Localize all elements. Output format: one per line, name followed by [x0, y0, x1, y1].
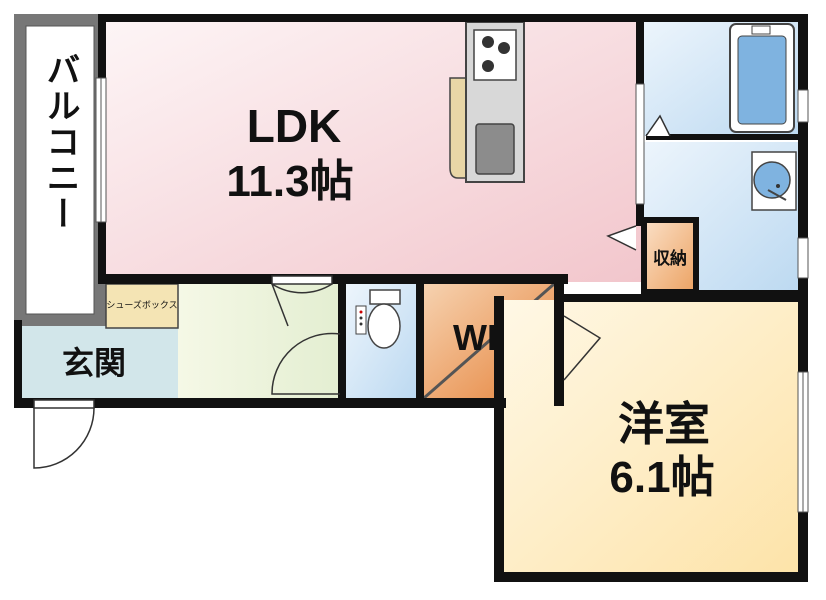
washbasin-icon	[751, 151, 797, 211]
bathtub-icon	[729, 23, 795, 133]
balcony-label: バルコニー	[41, 52, 79, 232]
hallway	[178, 284, 344, 400]
storage-label: 収納	[653, 248, 687, 268]
genkan-label: 玄関	[62, 345, 126, 381]
ldk-size: 11.3帖	[226, 157, 353, 206]
ldk-room: LDK 11.3帖	[100, 20, 642, 282]
window-icon	[95, 77, 809, 513]
western-room: 洋室 6.1帖	[500, 300, 802, 576]
stove-icon	[473, 29, 517, 81]
ldk-label: LDK	[247, 100, 342, 152]
door-swing-icon	[33, 114, 671, 469]
genkan: 玄関	[18, 326, 178, 400]
western-label: 洋室	[618, 398, 710, 450]
shoe-box: シューズボックス	[105, 283, 179, 329]
shoebox-label: シューズボックス	[106, 299, 177, 311]
storage-closet: 収納	[641, 217, 699, 295]
sink-icon	[475, 123, 515, 175]
balcony: バルコニー	[14, 14, 106, 326]
bathroom	[642, 20, 802, 136]
toilet-icon	[355, 289, 401, 349]
toilet-room	[346, 284, 416, 400]
western-size: 6.1帖	[609, 453, 714, 502]
